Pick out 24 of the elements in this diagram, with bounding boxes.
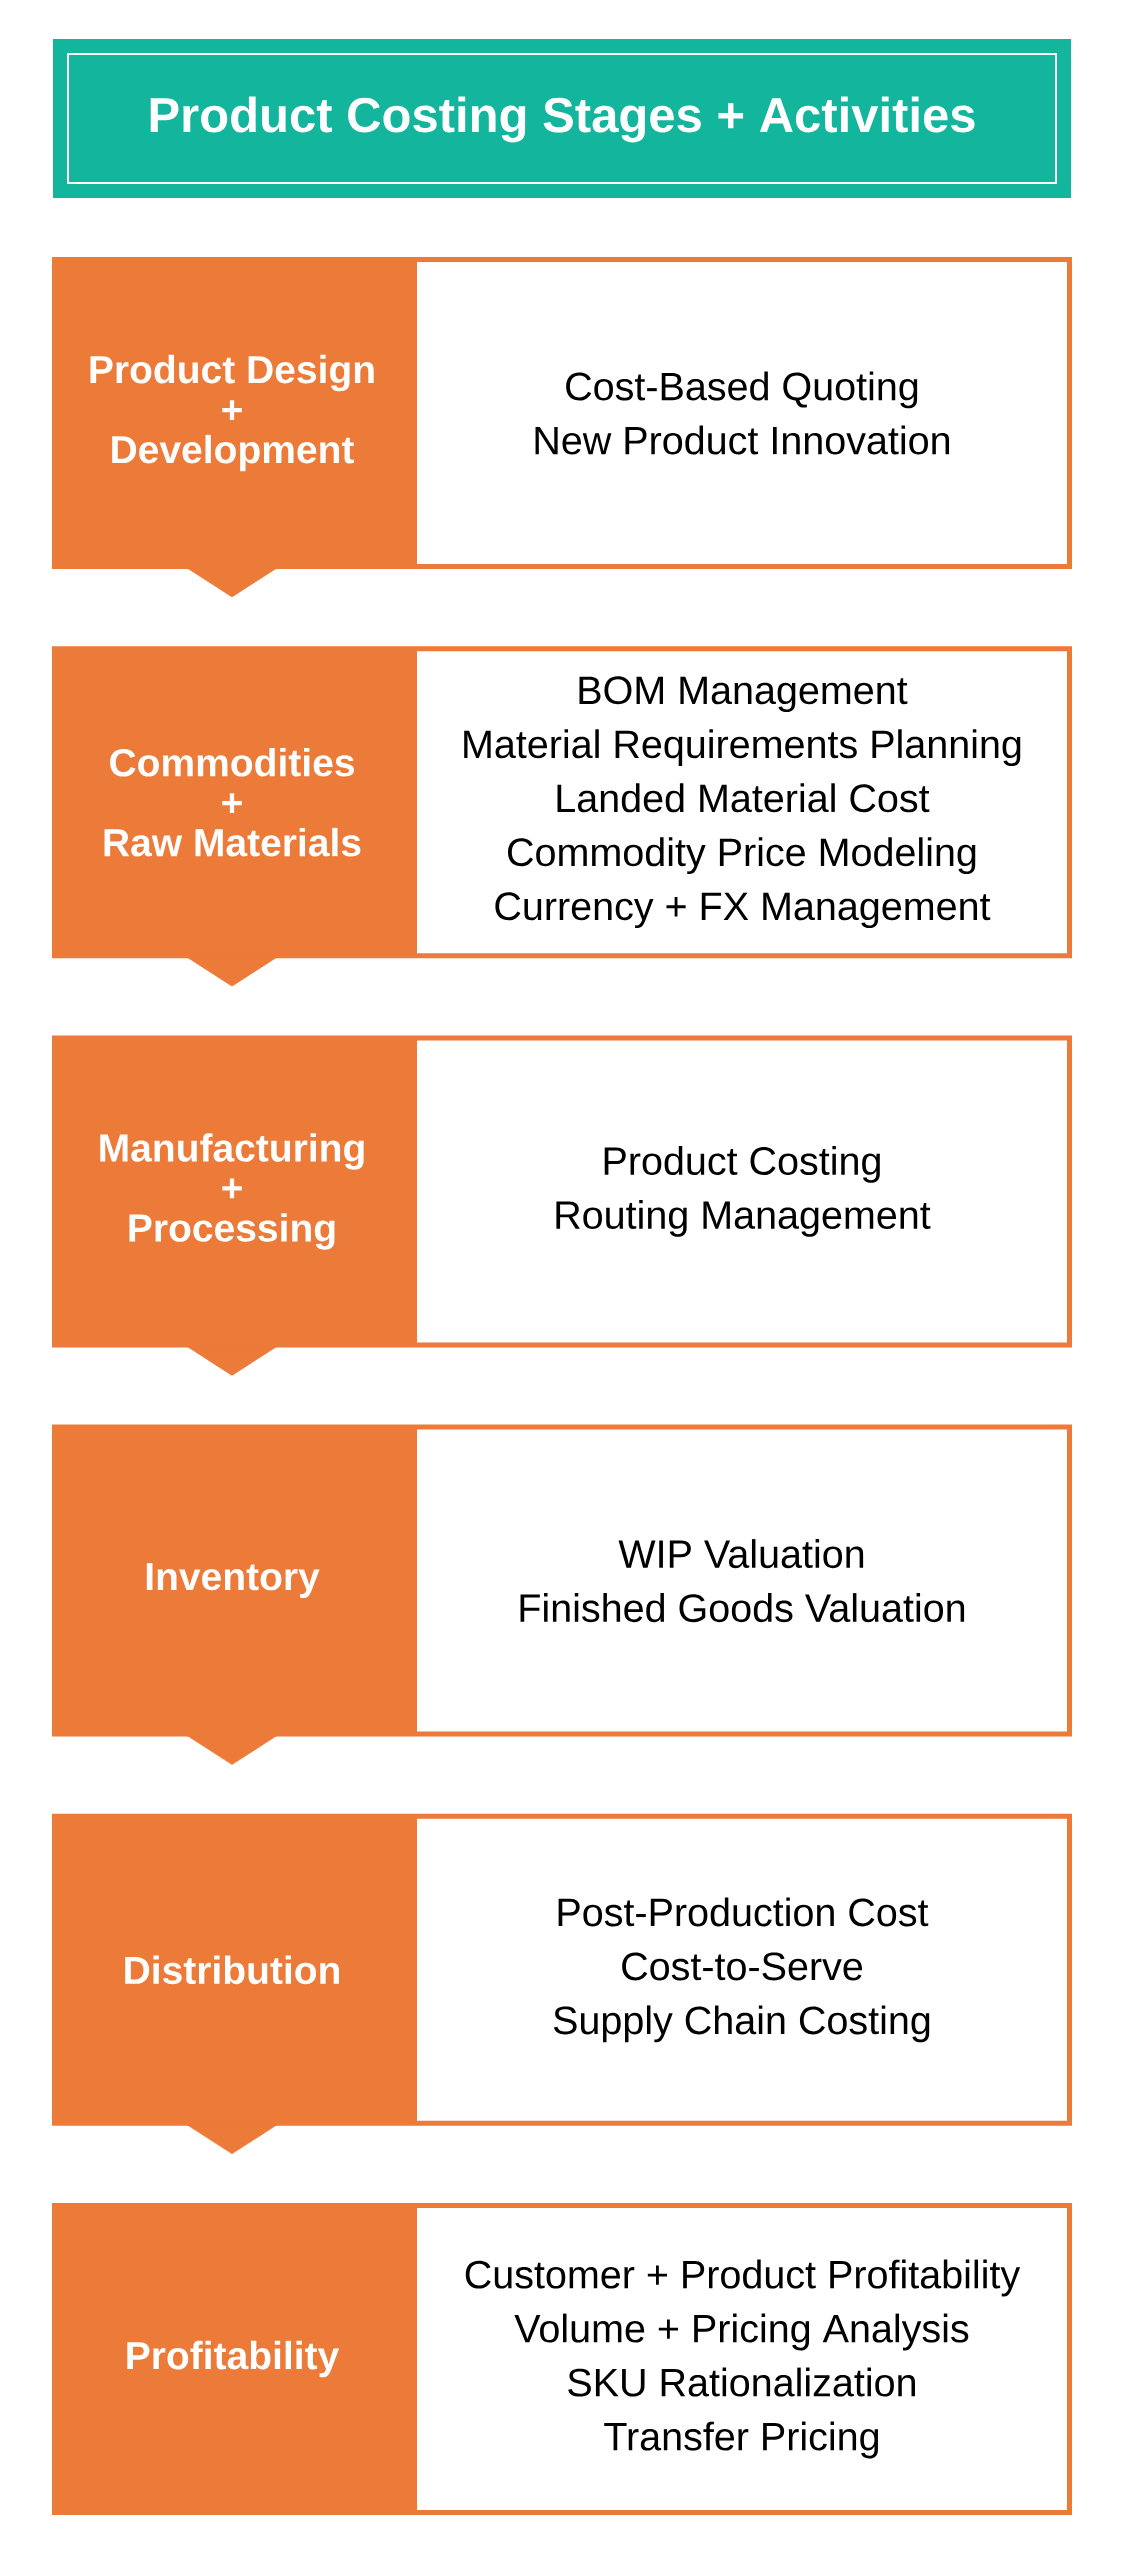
stage-box: Inventory: [52, 1424, 412, 1737]
node-label: Inventory: [146, 1563, 320, 1599]
node-label: Commodities + Raw Materials: [104, 747, 361, 857]
node-label: Manufacturing + Processing: [100, 1133, 364, 1250]
chevron-arrow: [186, 1346, 278, 1376]
activity-box: WIP Valuation Finished Goods Valuation: [412, 1424, 1072, 1737]
activity-box: Cost-Based Quoting New Product Innovation: [412, 257, 1072, 569]
stage-box: Manufacturing + Processing: [52, 1035, 412, 1348]
activity-box: Product Costing Routing Management: [412, 1035, 1072, 1348]
activity-box: Customer + Product Profitability Volume + Pricing Analysis SKU Rationalization Transfer Pricing: [412, 2203, 1072, 2515]
activity-box: Post-Production Cost Cost-to-Serve Supply Chain Costing: [412, 1813, 1072, 2126]
stage-box: Product Design + Development: [52, 257, 412, 569]
chevron-arrow: [186, 2124, 278, 2155]
chevron-arrow: [186, 567, 278, 598]
node-label: Product Design + Development: [90, 354, 374, 472]
title-banner: Product Costing Stages + Activities: [53, 39, 1071, 198]
node-label: Profitability: [127, 2340, 340, 2378]
stage-box: Commodities + Raw Materials: [52, 646, 412, 959]
stage-box: Distribution: [52, 1813, 412, 2126]
stage-box: Profitability: [52, 2203, 412, 2515]
chevron-arrow: [186, 1735, 278, 1765]
node-label: Distribution: [125, 1955, 339, 1985]
activity-box: BOM Management Material Requirements Planning Landed Material Cost Commodity Price Modeling Currency + FX Management: [412, 646, 1072, 959]
chevron-arrow: [186, 956, 278, 987]
